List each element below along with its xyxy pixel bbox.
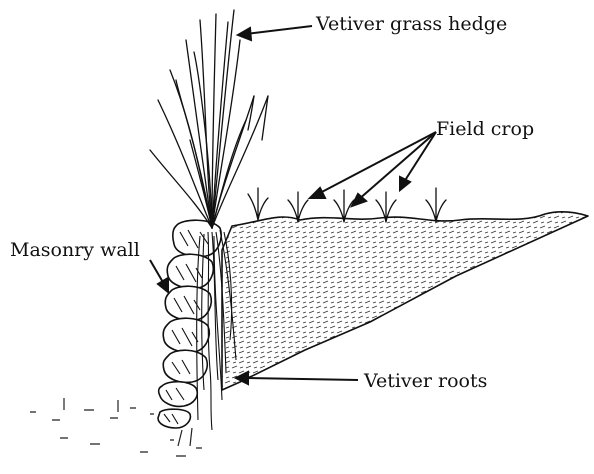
masonry-wall-label: Masonry wall bbox=[10, 239, 140, 261]
vetiver-grass-hedge-label: Vetiver grass hedge bbox=[316, 13, 507, 35]
vetiver-grass-clump bbox=[150, 10, 268, 228]
field-crop-label: Field crop bbox=[436, 118, 534, 140]
soil-wedge bbox=[222, 212, 588, 390]
vetiver-roots-label: Vetiver roots bbox=[364, 370, 487, 392]
masonry-wall-stones bbox=[158, 220, 221, 428]
